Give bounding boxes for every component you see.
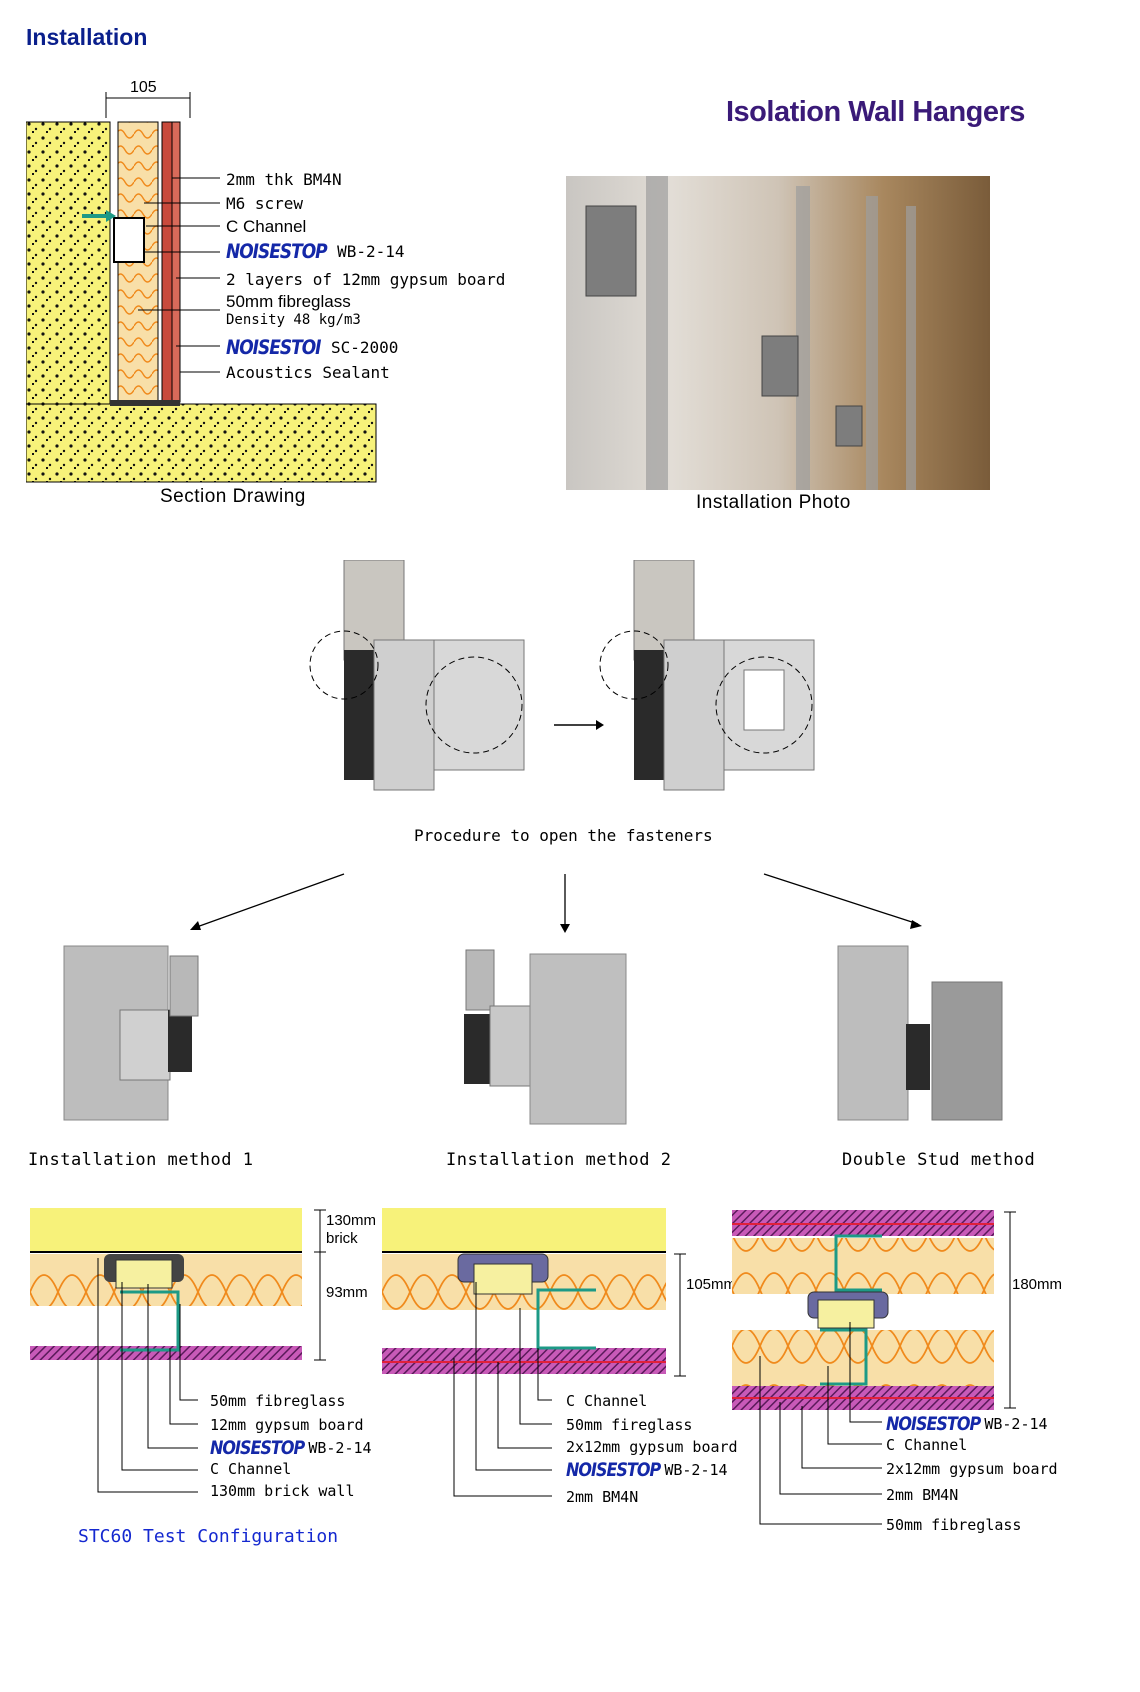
installation-photo xyxy=(566,176,990,490)
d3-label-fibreglass: 50mm fibreglass xyxy=(886,1516,1022,1534)
caption-section-drawing: Section Drawing xyxy=(160,486,306,507)
d3-label-bm4n: 2mm BM4N xyxy=(886,1486,959,1504)
fastener-closed xyxy=(309,560,525,791)
brand-logo: NOISESTOP xyxy=(566,1458,661,1481)
d1-label-c-channel: C Channel xyxy=(210,1460,292,1478)
dim-180mm: 180mm xyxy=(1012,1276,1063,1293)
section-drawing: 105 xyxy=(26,79,377,483)
caption-double-stud: Double Stud method xyxy=(842,1150,1036,1170)
label-density: Density 48 kg/m3 xyxy=(226,312,361,328)
label-m6-screw: M6 screw xyxy=(226,194,304,213)
section-title: Installation xyxy=(26,24,148,50)
brand-logo: NOISESTOI xyxy=(226,336,321,360)
detail-method-2 xyxy=(382,1208,686,1497)
detail-method-1 xyxy=(30,1208,326,1493)
brand-logo: NOISESTOP xyxy=(226,240,328,264)
method-arrows xyxy=(190,873,922,933)
d1-label-gypsum: 12mm gypsum board xyxy=(210,1416,364,1434)
dim-93mm: 93mm xyxy=(326,1284,368,1301)
label-sc-code: SC-2000 xyxy=(330,338,399,357)
d2-label-wb: NOISESTOP WB-2-14 xyxy=(566,1458,728,1481)
brand-logo: NOISESTOP xyxy=(886,1412,981,1435)
d3-wb-code: WB-2-14 xyxy=(984,1415,1048,1433)
caption-procedure: Procedure to open the fasteners xyxy=(414,826,713,845)
d2-wb-code: WB-2-14 xyxy=(664,1461,728,1479)
d3-label-gypsum: 2x12mm gypsum board xyxy=(886,1460,1058,1478)
d1-label-brick: 130mm brick wall xyxy=(210,1482,355,1500)
caption-method-1: Installation method 1 xyxy=(28,1150,254,1170)
dimension-105: 105 xyxy=(130,79,157,96)
d1-wb-code: WB-2-14 xyxy=(308,1439,372,1457)
d2-label-bm4n: 2mm BM4N xyxy=(566,1488,639,1506)
caption-installation-photo: Installation Photo xyxy=(696,492,851,513)
label-gypsum: 2 layers of 12mm gypsum board xyxy=(226,270,506,289)
brand-logo: NOISESTOP xyxy=(210,1436,305,1459)
dim-brick: brick xyxy=(326,1230,358,1247)
label-fibreglass: 50mm fibreglass xyxy=(226,292,351,311)
label-c-channel: C Channel xyxy=(226,217,307,236)
d3-label-c-channel: C Channel xyxy=(886,1436,968,1454)
footer-stc: STC60 Test Configuration xyxy=(78,1526,339,1547)
dim-130mm: 130mm xyxy=(326,1212,377,1229)
d2-label-gypsum: 2x12mm gypsum board xyxy=(566,1438,738,1456)
caption-method-2: Installation method 2 xyxy=(446,1150,672,1170)
detail-double-stud xyxy=(732,1210,1016,1525)
d1-label-wb: NOISESTOP WB-2-14 xyxy=(210,1436,372,1459)
d3-label-wb: NOISESTOP WB-2-14 xyxy=(886,1412,1048,1435)
product-title: Isolation Wall Hangers xyxy=(726,96,1025,128)
label-bm4n: 2mm thk BM4N xyxy=(226,170,342,189)
label-wb-2-14: NOISESTOP WB-2-14 xyxy=(226,240,405,264)
dim-105mm: 105mm xyxy=(686,1276,737,1293)
d2-label-fireglass: 50mm fireglass xyxy=(566,1416,693,1434)
label-sc-2000: NOISESTOI SC-2000 xyxy=(226,336,399,360)
method-photos xyxy=(63,945,1003,1125)
d2-label-c-channel: C Channel xyxy=(566,1392,648,1410)
fastener-open xyxy=(599,560,815,791)
label-wb-code: WB-2-14 xyxy=(337,242,405,261)
d1-label-fibreglass: 50mm fibreglass xyxy=(210,1392,346,1410)
label-sealant: Acoustics Sealant xyxy=(226,363,390,382)
procedure-illustration xyxy=(309,560,815,791)
